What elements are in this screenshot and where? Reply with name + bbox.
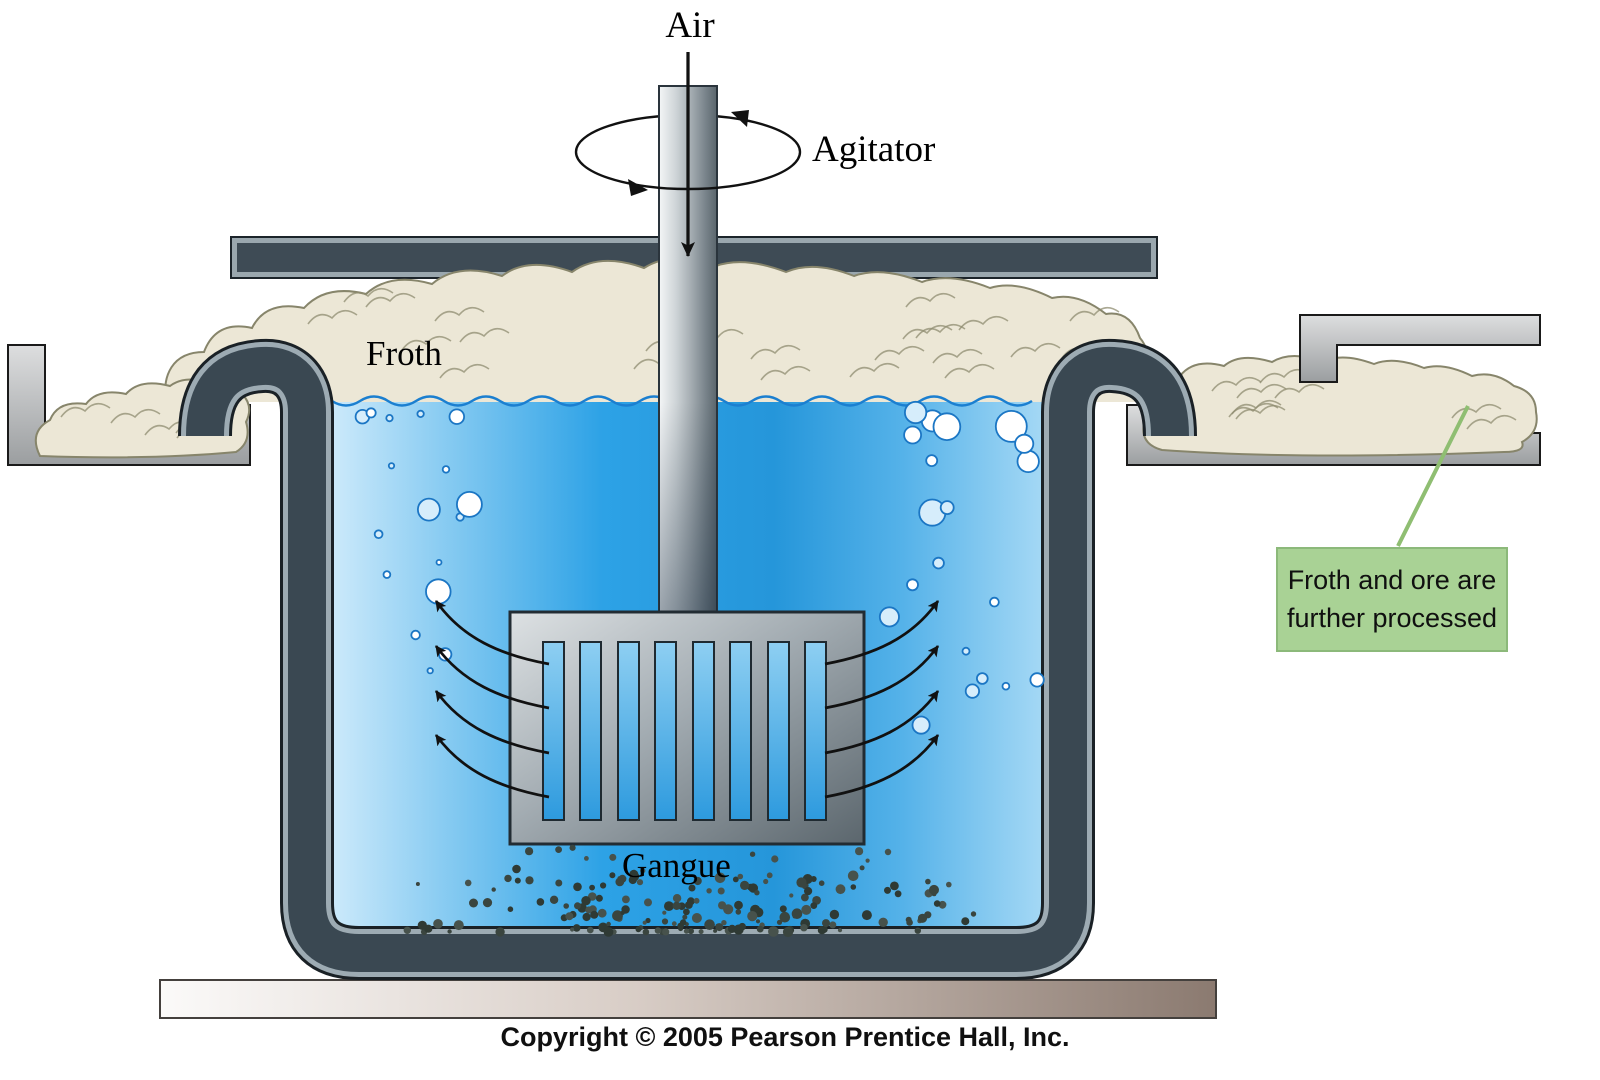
gangue-particles [403, 844, 977, 938]
flow-arrows [434, 600, 940, 799]
froth-main [165, 258, 1148, 402]
copyright-text: Copyright © 2005 Pearson Prentice Hall, … [500, 1022, 1070, 1052]
callout-line [1396, 405, 1470, 547]
label-air: Air [665, 5, 715, 46]
right-chute-top-plate [1299, 314, 1541, 383]
callout-box: Froth and ore are further processed [1276, 547, 1508, 652]
froth-layer [34, 257, 1538, 459]
agitator-paddle [508, 610, 866, 846]
base-platform [159, 979, 1217, 1019]
tank-wall [178, 338, 1197, 980]
paddle-slots [542, 641, 827, 821]
label-froth: Froth [366, 334, 442, 373]
froth-right-spill [1142, 355, 1538, 457]
bubbles [354, 400, 1045, 735]
label-gangue: Gangue [622, 846, 731, 885]
callout-text: Froth and ore are further processed [1286, 565, 1498, 634]
label-agitator: Agitator [812, 129, 936, 170]
